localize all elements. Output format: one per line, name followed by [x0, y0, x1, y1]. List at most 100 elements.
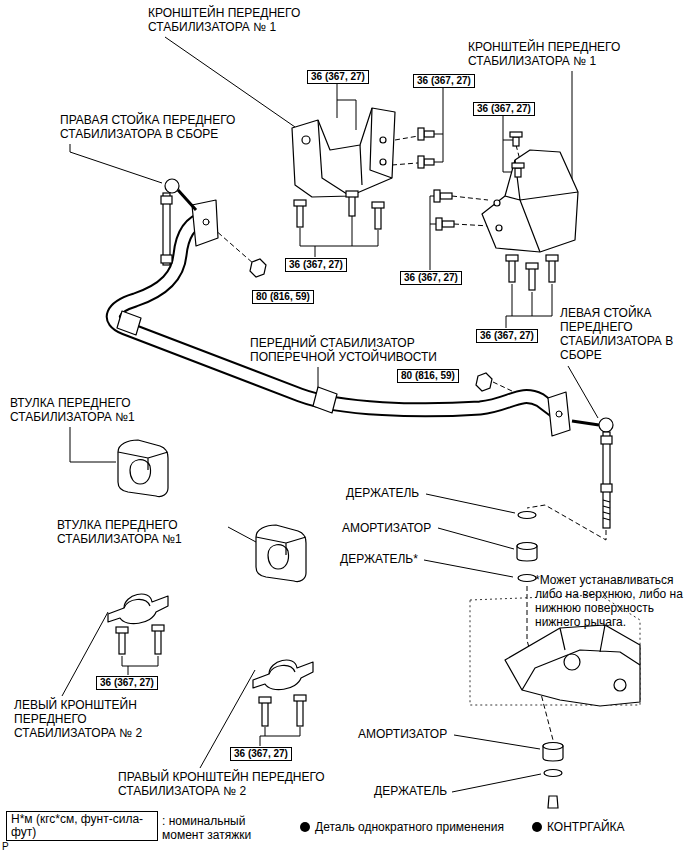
legend-entry: КОНТРГАЙКА: [532, 820, 682, 834]
bolt: [434, 190, 440, 202]
retainer-cushion-stack: [543, 743, 563, 761]
stabilizer-bar: [113, 218, 556, 412]
leader-line: [424, 560, 513, 577]
bolt: [119, 632, 125, 654]
legend-entry: Деталь однократного применения: [300, 820, 530, 834]
part-label: ЛЕВЫЙ КРОНШТЕЙН ПЕРЕДНЕГО СТАБИЛИЗАТОРА …: [14, 698, 156, 740]
leader-line: [454, 735, 540, 749]
part-label: КРОНШТЕЙН ПЕРЕДНЕГО СТАБИЛИЗАТОРА № 1: [468, 40, 638, 68]
torque-bracket-line: [337, 84, 356, 130]
retainer-cushion-stack: [548, 796, 558, 808]
torque-bracket-line: [122, 656, 158, 675]
part-label: КРОНШТЕЙН ПЕРЕДНЕГО СТАБИЛИЗАТОРА № 1: [148, 6, 318, 34]
stabilizer-link: [603, 500, 610, 520]
leader-line: [572, 71, 573, 186]
stabilizer-nut: [476, 373, 492, 391]
torque-spec-box: 36 (367, 27): [476, 329, 538, 343]
torque-bracket-line: [122, 84, 552, 746]
legend-torque-box: Н*м (кгс*см, фунт-сила-фут): [6, 811, 158, 841]
leader-line: [438, 528, 514, 549]
box-text: 36 (367, 27): [477, 103, 531, 115]
legend-text: Деталь однократного применения: [315, 820, 504, 834]
leader-line: [70, 144, 162, 183]
bracket-no2: [269, 665, 295, 674]
bolt: [152, 625, 164, 631]
box-text: 36 (367, 27): [417, 75, 471, 87]
retainer-cushion-stack: [518, 512, 536, 519]
stabilizer-bar: [203, 219, 209, 225]
part-label: ПРАВЫЙ КРОНШТЕЙН ПЕРЕДНЕГО СТАБИЛИЗАТОРА…: [118, 770, 356, 798]
part-label: ДЕРЖАТЕЛЬ: [374, 784, 447, 798]
bracket-no1: [292, 108, 395, 197]
leader-line: [452, 774, 541, 792]
torque-spec-box: 36 (367, 27): [473, 102, 535, 116]
part-label: АМОРТИЗАТОР: [342, 521, 431, 535]
bushing: [256, 525, 306, 582]
leader-line: [318, 367, 319, 389]
leader-line: [568, 366, 598, 418]
bolt: [297, 700, 303, 726]
bolt: [349, 196, 355, 216]
part-label: ВТУЛКА ПЕРЕДНЕГО СТАБИЛИЗАТОРА №1: [10, 396, 188, 424]
bracket-no1: [494, 200, 500, 206]
bracket-no1: [318, 108, 392, 196]
box-text: 36 (367, 27): [234, 748, 288, 760]
stabilizer-link: [601, 484, 612, 492]
bushing: [256, 537, 306, 555]
bolt: [506, 255, 518, 261]
torque-spec-box: 36 (367, 27): [413, 74, 475, 88]
part-label: ДЕРЖАТЕЛЬ*: [340, 552, 418, 566]
bolt: [297, 205, 303, 227]
torque-spec-box: 36 (367, 27): [400, 271, 462, 285]
lower-arm: [505, 625, 640, 706]
legend-entry: : номинальный момент затяжки: [162, 814, 260, 842]
box-text: 36 (367, 27): [404, 272, 458, 284]
bolt: [526, 263, 538, 269]
bolt: [529, 268, 535, 290]
torque-bracket-line: [433, 88, 443, 162]
retainer-cushion-stack: [517, 512, 563, 809]
bolt: [515, 168, 521, 177]
stabilizer-bar: [313, 387, 337, 413]
torque-bracket-line: [260, 727, 300, 746]
part-label: ВТУЛКА ПЕРЕДНЕГО СТАБИЛИЗАТОРА №1: [57, 518, 235, 546]
bracket-no2: [108, 594, 168, 624]
bolt: [155, 630, 161, 654]
stabilizer-link: [572, 421, 599, 425]
retainer-cushion-stack: [518, 575, 536, 582]
bracket-no2: [253, 660, 313, 690]
bolt: [440, 193, 452, 199]
stabilizer-link: [161, 255, 172, 263]
stabilizer-bar: [548, 392, 570, 436]
stabilizer-link: [603, 432, 610, 528]
torque-spec-box: 80 (816, 59): [397, 369, 459, 383]
bolt: [294, 695, 306, 701]
box-text: 80 (816, 59): [401, 370, 455, 382]
lower-arm: [564, 654, 580, 670]
legend-bullet: [532, 822, 542, 832]
torque-spec-box: 36 (367, 27): [285, 258, 347, 272]
box-text: 36 (367, 27): [289, 259, 343, 271]
legend-bullet: [300, 822, 310, 832]
bolt: [549, 260, 555, 282]
bracket-no1: [496, 225, 502, 231]
bolt: [418, 128, 424, 140]
stabilizer-bar: [556, 411, 562, 417]
retainer-cushion-stack: [544, 770, 562, 777]
leader-line: [228, 527, 256, 542]
bolt: [512, 163, 524, 168]
box-text: 80 (816, 59): [256, 291, 310, 303]
torque-spec-box: 36 (367, 27): [307, 70, 369, 84]
box-text: 36 (367, 27): [100, 677, 154, 689]
bracket-no1: [505, 160, 578, 252]
bushing: [118, 440, 168, 497]
leader-line: [70, 427, 116, 462]
torque-spec-box: 80 (816, 59): [252, 290, 314, 304]
bracket-no1: [380, 159, 386, 165]
box-text: 36 (367, 27): [480, 330, 534, 342]
part-label: ПЕРЕДНИЙ СТАБИЛИЗАТОР ПОПЕРЕЧНОЙ УСТОЙЧИ…: [250, 336, 484, 364]
note-text: *Может устанавливаться либо на верхнюю, …: [535, 573, 685, 629]
bolt: [294, 200, 306, 206]
bolt: [513, 137, 519, 146]
